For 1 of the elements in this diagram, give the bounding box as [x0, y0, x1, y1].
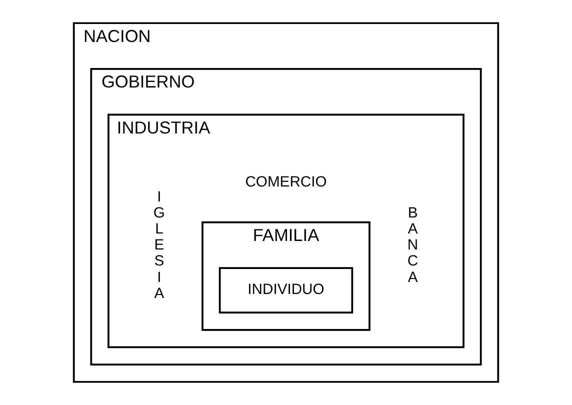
- node-box: INDIVIDUO: [218, 267, 354, 314]
